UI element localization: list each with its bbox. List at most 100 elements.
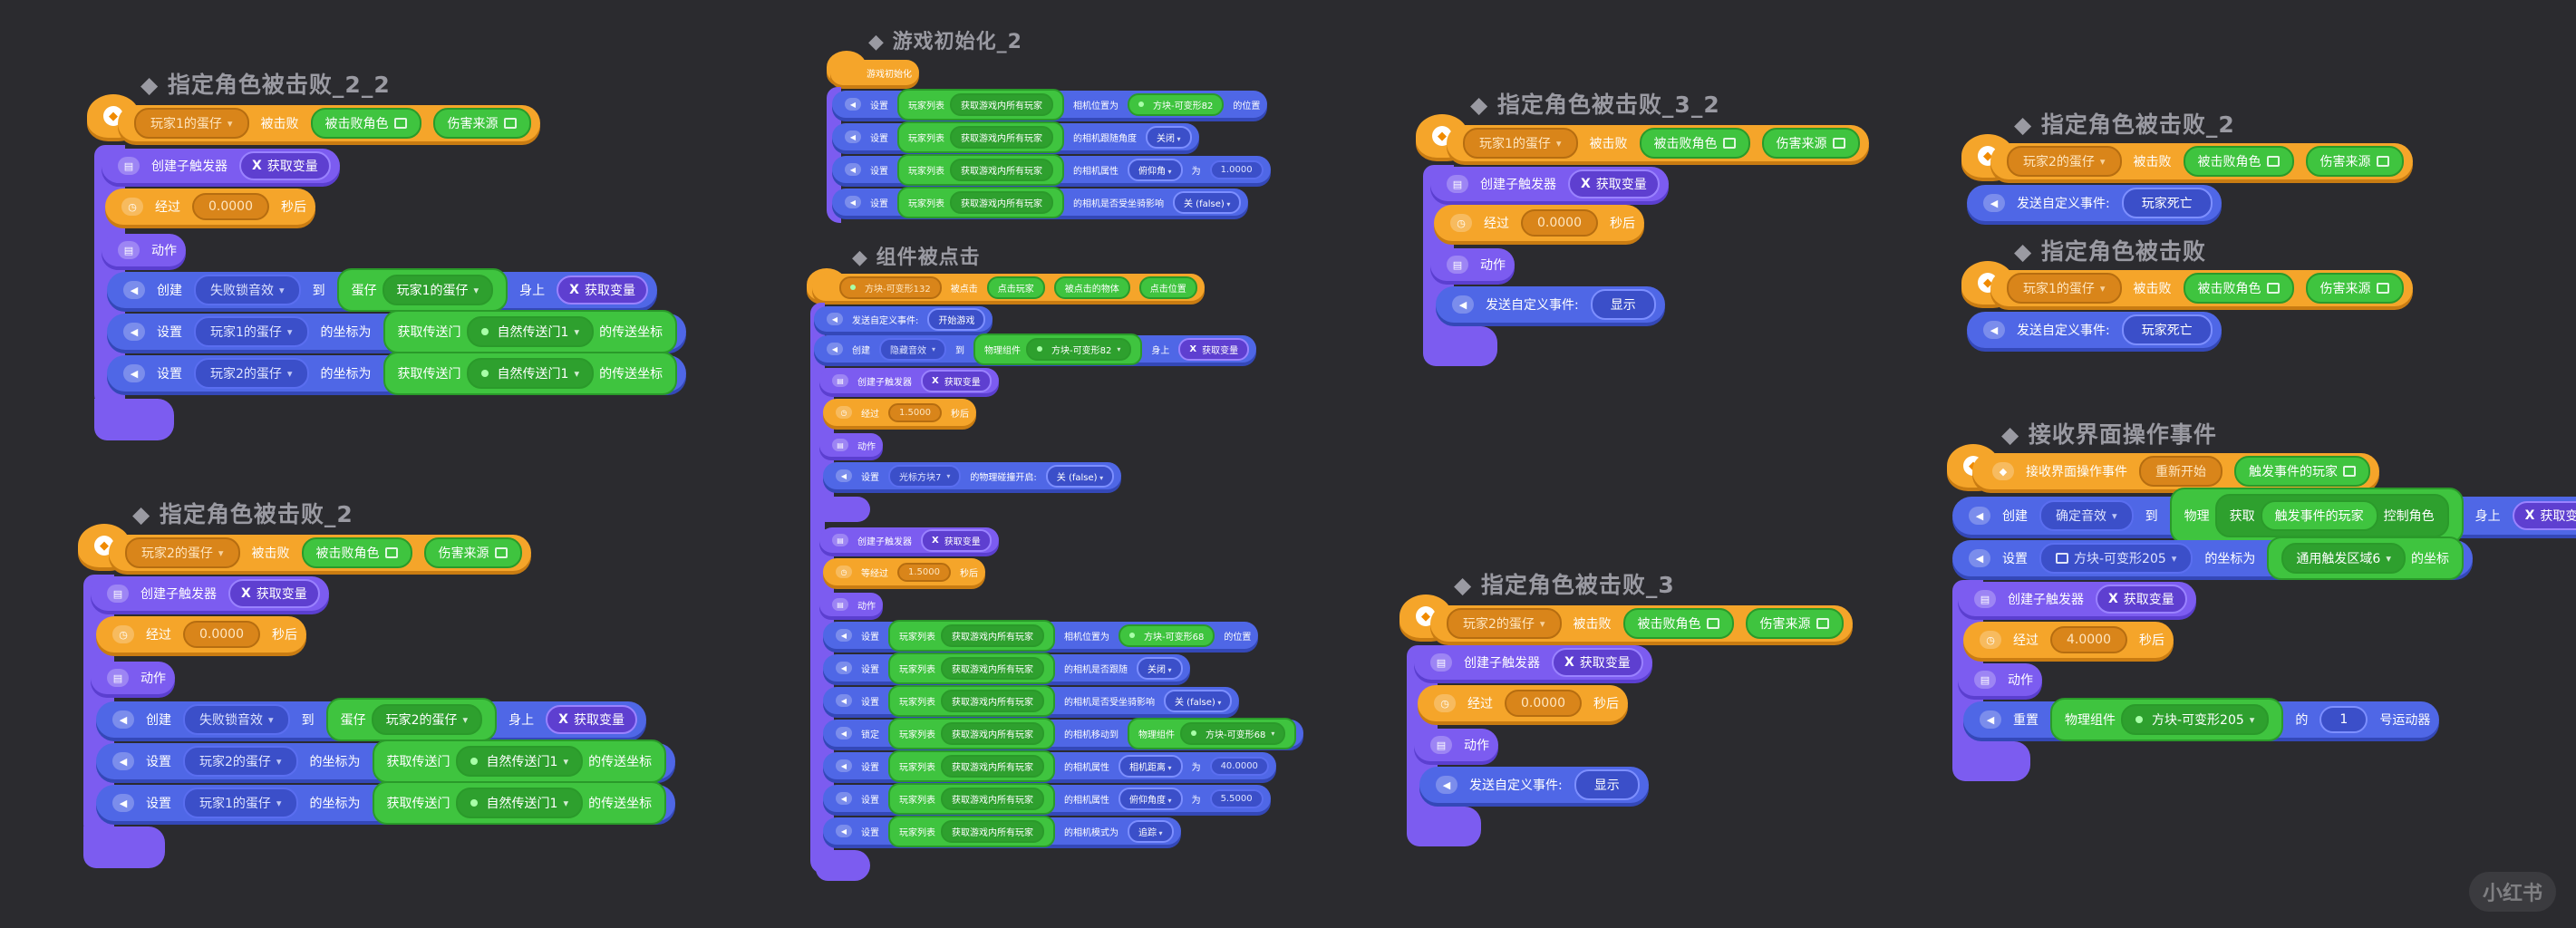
- portal-dropdown[interactable]: 自然传送门1: [466, 358, 595, 389]
- set-coord-block-1[interactable]: ◀ 设置 玩家2的蛋仔 的坐标为 获取传送门自然传送门1的传送坐标: [96, 740, 676, 783]
- body-param[interactable]: 蛋仔玩家2的蛋仔: [325, 698, 498, 741]
- area-dropdown[interactable]: 通用触发区域6: [2281, 543, 2406, 574]
- player-list-param[interactable]: 玩家列表获取游戏内所有玩家: [888, 717, 1055, 749]
- value-input[interactable]: 5.5000: [1209, 788, 1264, 808]
- wait-seconds-input[interactable]: 1.5000: [888, 402, 942, 422]
- player-list-param[interactable]: 玩家列表获取游戏内所有玩家: [888, 684, 1055, 717]
- set-target-dropdown[interactable]: 玩家1的蛋仔: [194, 316, 309, 347]
- send-event-block[interactable]: ◀ 发送自定义事件: 玩家死亡: [1967, 312, 2222, 348]
- follow-dropdown[interactable]: 关闭: [1137, 656, 1183, 680]
- click-player-param[interactable]: 点击玩家: [986, 276, 1045, 299]
- set-collision-row[interactable]: ◀ 设置 光标方块7 的物理碰撞开启: 关 (false): [823, 462, 1122, 489]
- camera-row[interactable]: ◀ 设置 玩家列表获取游戏内所有玩家 的相机是否受坐骑影响 关 (false): [823, 684, 1240, 717]
- player-list-param[interactable]: 玩家列表获取游戏内所有玩家: [888, 749, 1055, 782]
- defeat-event-block[interactable]: 玩家1的蛋仔 被击败 被击败角色 伤害来源: [1447, 125, 1869, 161]
- event-name-input[interactable]: 显示: [1574, 769, 1640, 800]
- all-players-value[interactable]: 获取游戏内所有玩家: [941, 819, 1044, 843]
- player-list-param[interactable]: 玩家列表获取游戏内所有玩家: [888, 619, 1055, 652]
- all-players-value[interactable]: 获取游戏内所有玩家: [941, 624, 1044, 647]
- defeat-role-param[interactable]: 被击败角色: [2183, 146, 2294, 177]
- physics-param[interactable]: 物理组件方块-可变形205: [2050, 698, 2284, 741]
- wait-seconds-input[interactable]: 0.0000: [183, 621, 260, 648]
- defeat-event-block[interactable]: 玩家2的蛋仔 被击败 被击败角色 伤害来源: [109, 535, 531, 571]
- camera-row[interactable]: ◀ 设置 玩家列表获取游戏内所有玩家 相机位置为 方块-可变形68 的位置: [823, 619, 1259, 652]
- wait-block[interactable]: ◷ 经过 0.0000 秒后: [1434, 205, 1644, 241]
- player-list-param[interactable]: 玩家列表获取游戏内所有玩家: [888, 652, 1055, 684]
- event-name-input[interactable]: 显示: [1590, 289, 1656, 320]
- defeat-event-block[interactable]: 玩家1的蛋仔 被击败 被击败角色 伤害来源: [118, 105, 540, 141]
- wait-seconds-input[interactable]: 4.0000: [2050, 626, 2127, 653]
- camera-row[interactable]: ◀ 设置 玩家列表获取游戏内所有玩家 的相机是否跟随 关闭: [823, 652, 1190, 684]
- area-param[interactable]: 通用触发区域6的坐标: [2267, 536, 2464, 580]
- prop-dropdown[interactable]: 相机距离: [1119, 754, 1183, 778]
- event-name-input[interactable]: 玩家死亡: [2121, 314, 2213, 345]
- defeat-event-block[interactable]: 玩家2的蛋仔 被击败 被击败角色 伤害来源: [1990, 143, 2413, 179]
- wait-block[interactable]: ◷ 经过 0.0000 秒后: [96, 616, 306, 652]
- damage-source-param[interactable]: 伤害来源: [1761, 128, 1860, 159]
- mode-dropdown[interactable]: 追踪: [1128, 819, 1174, 843]
- portal-param[interactable]: 获取传送门自然传送门1的传送坐标: [372, 781, 667, 825]
- trigger-player-param[interactable]: 触发事件的玩家: [2234, 456, 2370, 487]
- clicked-object-param[interactable]: 被点击的物体: [1053, 276, 1130, 299]
- click-event-block[interactable]: 方块-可变形132 被点击 点击玩家 被点击的物体 点击位置: [812, 274, 1205, 301]
- player-dropdown[interactable]: 玩家2的蛋仔: [1447, 608, 1562, 639]
- portal-param[interactable]: 获取传送门自然传送门1的传送坐标: [372, 740, 667, 783]
- physics-param[interactable]: 物理组件方块-可变形68: [1128, 717, 1297, 749]
- all-players-value[interactable]: 获取游戏内所有玩家: [950, 125, 1053, 149]
- prop-dropdown[interactable]: 俯仰角度: [1119, 787, 1183, 810]
- damage-source-param[interactable]: 伤害来源: [1745, 608, 1844, 639]
- all-players-value[interactable]: 获取游戏内所有玩家: [941, 689, 1044, 712]
- set-coord-block-2[interactable]: ◀ 设置 玩家1的蛋仔 的坐标为 获取传送门自然传送门1的传送坐标: [96, 781, 676, 825]
- bool-dropdown[interactable]: 关 (false): [1173, 190, 1242, 214]
- portal-dropdown[interactable]: 自然传送门1: [455, 746, 584, 777]
- game-init-block[interactable]: 游戏初始化: [830, 60, 919, 85]
- defeat-role-param[interactable]: 被击败角色: [310, 108, 421, 139]
- player-dropdown[interactable]: 玩家1的蛋仔: [2007, 273, 2122, 304]
- motor-number-input[interactable]: 1: [2319, 706, 2368, 733]
- wait-seconds-input[interactable]: 1.5000: [897, 562, 951, 582]
- ui-event-block[interactable]: ◆ 接收界面操作事件 重新开始 触发事件的玩家: [1972, 453, 2379, 489]
- position-param[interactable]: 方块-可变形68: [1119, 624, 1215, 647]
- wait-block[interactable]: ◷ 等经过 1.5000 秒后: [823, 558, 985, 585]
- action-block[interactable]: ▤ 动作: [102, 234, 186, 266]
- action-block[interactable]: ▤ 动作: [91, 662, 175, 694]
- portal-dropdown[interactable]: 自然传送门1: [466, 316, 595, 347]
- player-dropdown[interactable]: 玩家2的蛋仔: [2007, 146, 2122, 177]
- set-target-dropdown[interactable]: 玩家2的蛋仔: [183, 746, 298, 777]
- get-param[interactable]: 获取触发事件的玩家控制角色: [2214, 494, 2449, 537]
- prop-dropdown[interactable]: 俯仰角: [1128, 158, 1183, 181]
- set-coord-block[interactable]: ◀ 设置 方块-可变形205 的坐标为 通用触发区域6的坐标: [1952, 536, 2473, 580]
- portal-param[interactable]: 获取传送门自然传送门1的传送坐标: [383, 310, 678, 353]
- send-event-row[interactable]: ◀ 发送自定义事件: 开始游戏: [814, 306, 993, 332]
- effect-dropdown[interactable]: 隐藏音效: [879, 337, 947, 361]
- action-block[interactable]: ▤ 动作: [1430, 248, 1515, 281]
- wait-block[interactable]: ◷ 经过 4.0000 秒后: [1963, 622, 2174, 658]
- portal-param[interactable]: 获取传送门自然传送门1的传送坐标: [383, 352, 678, 395]
- wait-seconds-input[interactable]: 0.0000: [1521, 209, 1598, 237]
- damage-source-param[interactable]: 伤害来源: [2305, 273, 2404, 304]
- portal-dropdown[interactable]: 自然传送门1: [455, 788, 584, 818]
- object-dropdown[interactable]: 方块-可变形205: [2121, 704, 2270, 735]
- camera-row[interactable]: ◀ 设置 玩家列表获取游戏内所有玩家 的相机模式为 追踪: [823, 815, 1181, 847]
- set-coord-block-1[interactable]: ◀ 设置 玩家1的蛋仔 的坐标为 获取传送门自然传送门1的传送坐标: [107, 310, 687, 353]
- player-dropdown[interactable]: 玩家1的蛋仔: [134, 108, 249, 139]
